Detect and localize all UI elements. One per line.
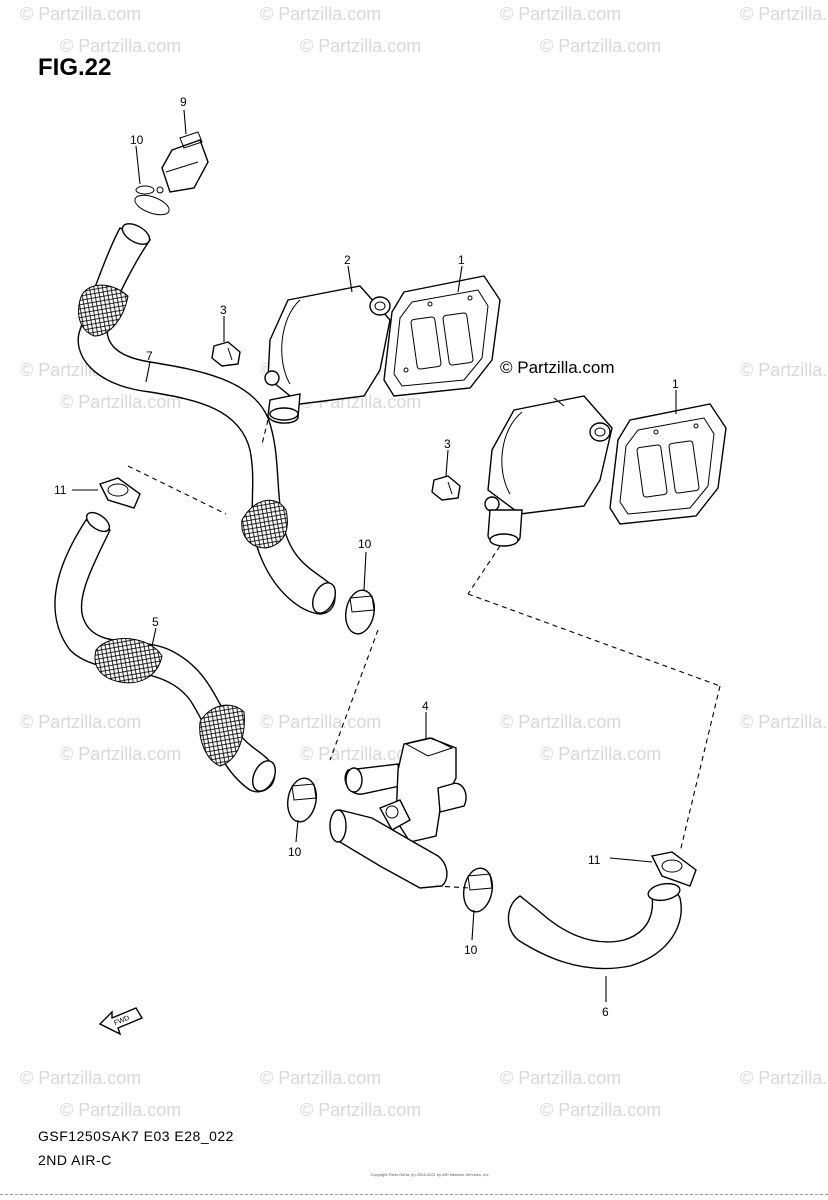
copyright-notice: Copyright Parts Genie (c) 2004-2021 by A… — [370, 1172, 490, 1177]
clip-part-11 — [650, 851, 697, 887]
callout-10: 10 — [358, 537, 372, 551]
watermark: © Partzilla.com — [300, 1100, 422, 1120]
hose-part-6 — [507, 882, 682, 970]
callout-labels: 9 10 2 1 3 7 1 3 11 10 5 4 10 11 10 6 — [54, 95, 679, 1019]
watermark: © Partzilla.com — [60, 1100, 182, 1120]
watermark: © Partzilla.com — [740, 1068, 828, 1088]
figure-title: FIG.22 — [38, 54, 112, 81]
callout-1: 1 — [458, 253, 465, 267]
callout-8: 9 — [180, 95, 187, 109]
watermark: © Partzilla.com — [60, 36, 182, 56]
valve-part-4 — [329, 737, 467, 889]
watermark: © Partzilla.com — [20, 712, 142, 732]
bolt-part-3 — [211, 341, 241, 367]
watermark: © Partzilla.com — [740, 4, 828, 24]
callout-4: 4 — [422, 699, 429, 713]
diagram-code: GSF1250SAK7 E03 E28_022 — [38, 1128, 234, 1144]
bolt-part-3-right — [431, 475, 461, 501]
clip-part-11 — [99, 477, 141, 509]
callout-10-c: 10 — [464, 943, 478, 957]
watermark: © Partzilla.com — [20, 1068, 142, 1088]
watermark: © Partzilla.com — [500, 712, 622, 732]
diagram-description: 2ND AIR-C — [38, 1152, 112, 1168]
watermark: © Partzilla.com — [540, 1100, 662, 1120]
watermark: © Partzilla.com — [740, 360, 828, 380]
watermark: © Partzilla.com — [260, 4, 382, 24]
clip-part-9 — [134, 185, 170, 216]
hose-part-7 — [77, 223, 337, 615]
watermark: © Partzilla.com — [300, 36, 422, 56]
fwd-arrow-icon: FWD — [98, 1007, 144, 1036]
leader-lines — [72, 109, 721, 1002]
fitting-part-8 — [161, 131, 209, 193]
watermark: © Partzilla.com — [260, 1068, 382, 1088]
watermark: © Partzilla.com — [500, 1068, 622, 1088]
watermark: © Partzilla.com — [60, 392, 182, 412]
watermark: © Partzilla.com — [60, 744, 182, 764]
reed-valve-part-1 — [383, 275, 501, 397]
callout-9: 10 — [130, 133, 144, 147]
hose-part-5 — [54, 511, 277, 793]
callout-3: 3 — [220, 303, 227, 317]
watermark: © Partzilla.com — [540, 36, 662, 56]
clamp-part-10 — [462, 867, 494, 913]
callout-2: 2 — [344, 253, 351, 267]
watermark: © Partzilla.com — [500, 4, 622, 24]
callout-1-right: 1 — [672, 377, 679, 391]
bottom-border — [0, 1194, 828, 1195]
reed-cover-part-2 — [264, 285, 391, 424]
watermark: © Partzilla.com — [20, 4, 142, 24]
clamp-part-10 — [344, 589, 376, 635]
callout-6: 6 — [602, 1005, 609, 1019]
callout-5: 5 — [152, 615, 159, 629]
clamp-part-10 — [286, 777, 318, 823]
watermark: © Partzilla.com — [540, 744, 662, 764]
watermark: © Partzilla.com — [260, 712, 382, 732]
callout-3-right: 3 — [444, 437, 451, 451]
callout-11-right: 11 — [588, 853, 601, 867]
callout-11: 11 — [54, 483, 67, 497]
reed-cover-part-2-right — [484, 395, 613, 547]
watermark-center: © Partzilla.com — [500, 358, 615, 377]
reed-valve-part-1-right — [609, 403, 727, 525]
callout-7: 7 — [146, 349, 153, 363]
watermark: © Partzilla.com — [740, 712, 828, 732]
callout-10-b: 10 — [288, 845, 302, 859]
